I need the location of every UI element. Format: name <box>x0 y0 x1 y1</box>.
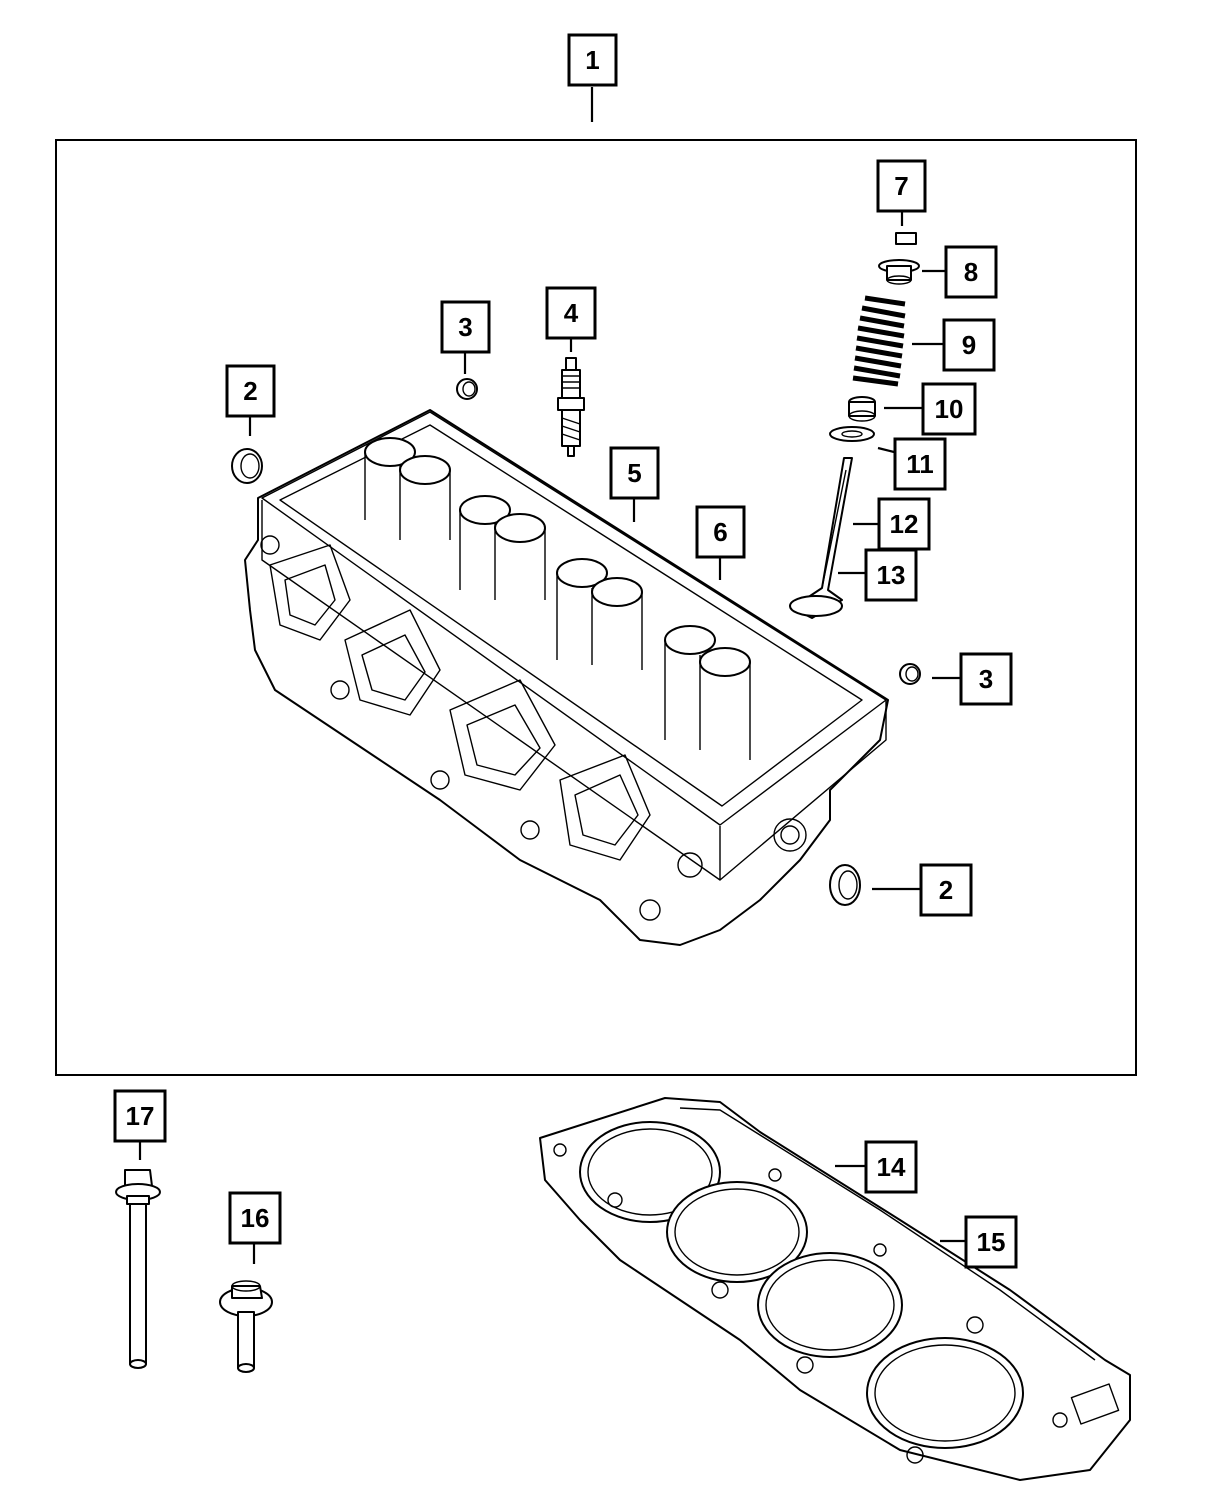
callout-17: 17 <box>113 1089 167 1143</box>
callout-label: 8 <box>964 257 978 287</box>
callout-6: 6 <box>695 505 746 559</box>
expansion-plug-upper <box>456 378 478 400</box>
callout-label: 2 <box>243 376 257 406</box>
callout-label: 7 <box>894 171 908 201</box>
callout-2-left: 2 <box>225 364 276 418</box>
head-bolt-long <box>115 1169 161 1369</box>
callout-label: 12 <box>890 509 919 539</box>
callout-label: 9 <box>962 330 976 360</box>
valve-stem-seal <box>848 396 876 422</box>
callout-3-upper: 3 <box>440 300 491 354</box>
callout-1: 1 <box>567 33 618 87</box>
cam-seal-right <box>829 864 861 906</box>
head-bolt-short <box>219 1280 273 1373</box>
callout-label: 10 <box>935 394 964 424</box>
valve <box>789 457 853 619</box>
cylinder-head-illustration <box>244 409 889 946</box>
callout-14: 14 <box>864 1140 918 1194</box>
spring-seat <box>829 426 875 442</box>
callout-8: 8 <box>944 245 998 299</box>
callout-15: 15 <box>964 1215 1018 1269</box>
callout-label: 2 <box>939 875 953 905</box>
callout-12: 12 <box>877 497 931 551</box>
valve-spring-retainer <box>878 259 920 285</box>
expansion-plug-right <box>899 663 921 685</box>
leader-lines <box>138 87 965 1264</box>
callout-10: 10 <box>921 382 977 436</box>
head-gasket <box>539 1097 1131 1481</box>
callout-label: 11 <box>906 449 934 479</box>
assembly-frame <box>55 139 1137 1076</box>
callout-9: 9 <box>942 318 996 372</box>
callout-label: 3 <box>979 664 993 694</box>
callout-11: 11 <box>893 437 947 491</box>
spark-plug <box>557 357 585 457</box>
callout-label: 17 <box>126 1101 155 1131</box>
callout-label: 16 <box>241 1203 270 1233</box>
callout-4: 4 <box>545 286 597 340</box>
callout-label: 1 <box>585 45 599 75</box>
callout-5: 5 <box>609 446 660 500</box>
valve-spring <box>852 295 906 387</box>
callout-label: 3 <box>458 312 472 342</box>
callout-label: 14 <box>877 1152 906 1182</box>
callout-label: 15 <box>977 1227 1006 1257</box>
callout-label: 4 <box>564 298 579 328</box>
callout-2-right: 2 <box>919 863 973 917</box>
valve-keeper <box>895 232 917 245</box>
callout-label: 6 <box>713 517 727 547</box>
callout-label: 5 <box>627 458 641 488</box>
callout-3-right: 3 <box>959 652 1013 706</box>
cam-seal-left <box>231 448 263 484</box>
callout-16: 16 <box>228 1191 282 1245</box>
callout-13: 13 <box>864 548 918 602</box>
callout-label: 13 <box>877 560 906 590</box>
callout-7: 7 <box>876 159 927 213</box>
